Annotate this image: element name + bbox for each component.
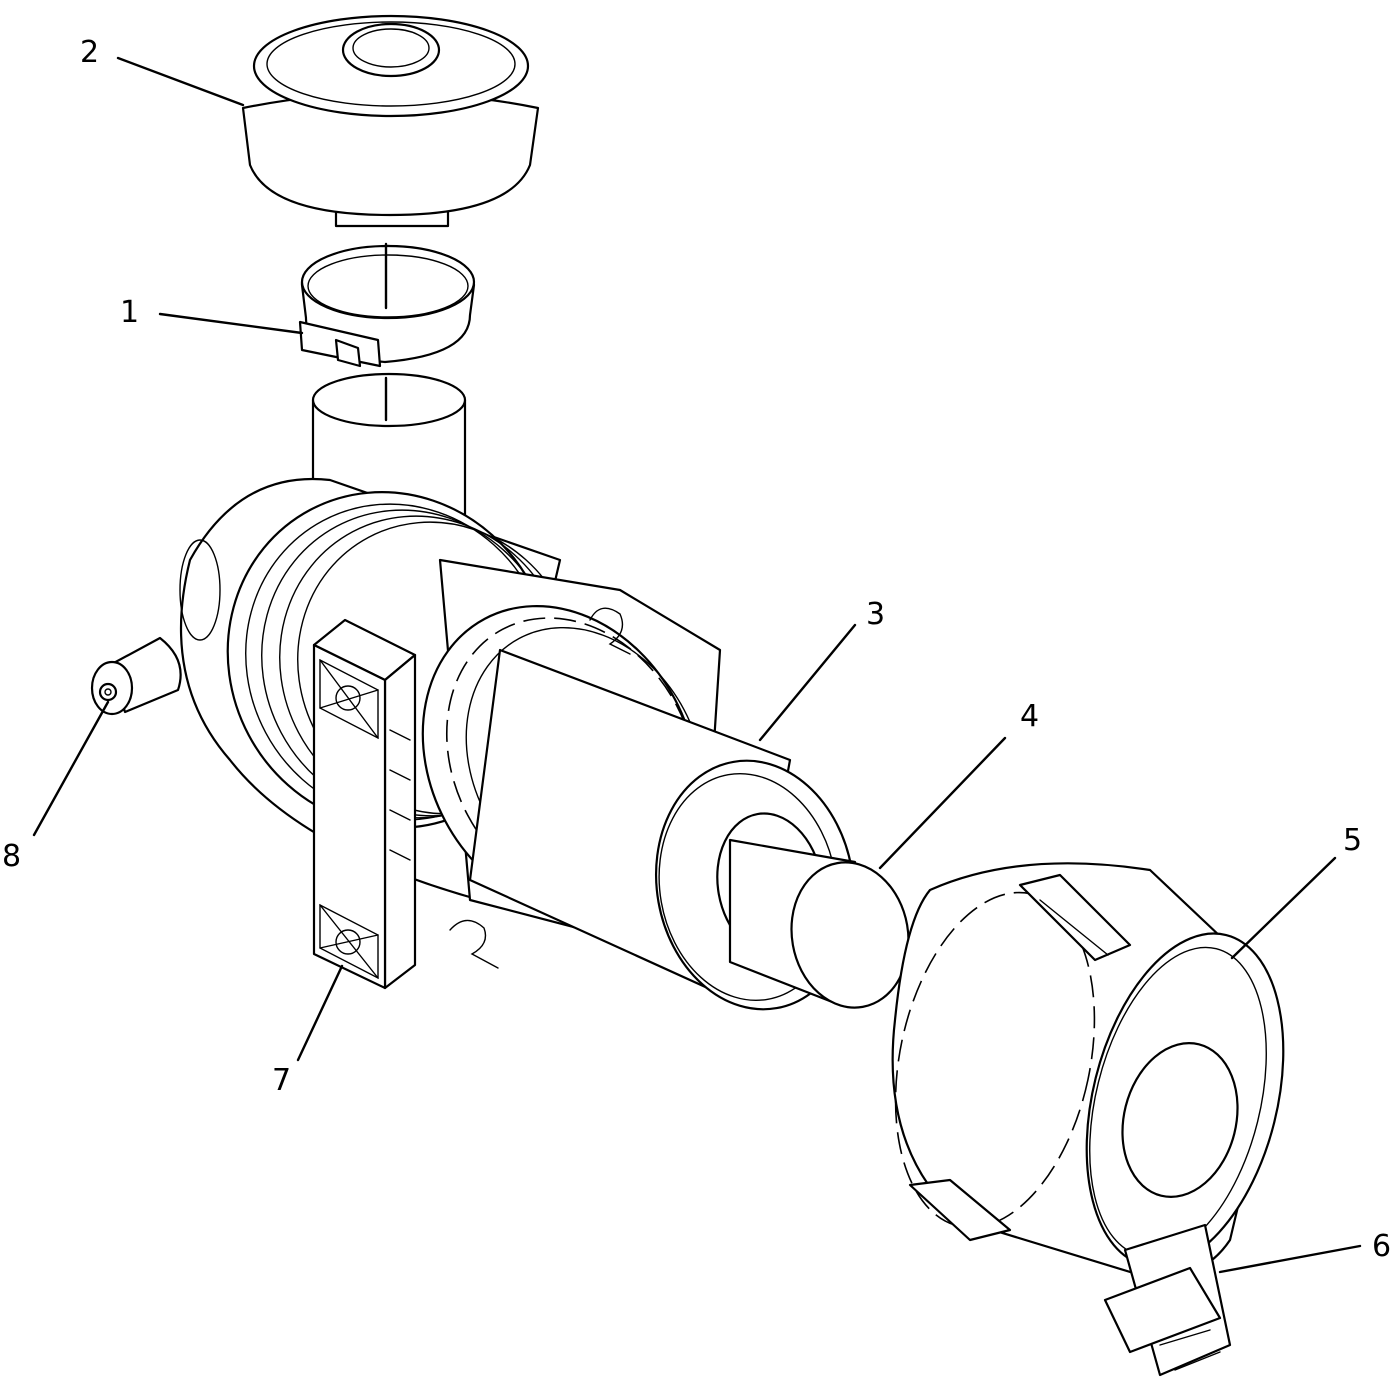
leader-6 bbox=[1218, 1244, 1362, 1274]
leader-2 bbox=[116, 56, 245, 107]
callout-5: 5 bbox=[1343, 823, 1362, 858]
leader-7 bbox=[296, 964, 344, 1062]
callout-6: 6 bbox=[1372, 1229, 1391, 1264]
leader-1 bbox=[158, 312, 304, 335]
dust-valve bbox=[1103, 1223, 1232, 1377]
precleaner-cap bbox=[241, 14, 540, 228]
dust-cap-cover bbox=[891, 862, 1285, 1278]
leader-8 bbox=[32, 700, 110, 837]
hose-clamp bbox=[298, 244, 476, 368]
callout-2: 2 bbox=[80, 35, 99, 70]
callout-1: 1 bbox=[120, 295, 139, 330]
leader-5 bbox=[1230, 856, 1337, 960]
callout-7: 7 bbox=[272, 1063, 291, 1098]
mounting-bracket bbox=[312, 618, 417, 990]
leader-3 bbox=[758, 623, 857, 742]
vacuator-valve bbox=[90, 636, 182, 716]
callout-4: 4 bbox=[1020, 699, 1039, 734]
secondary-filter-element bbox=[728, 838, 910, 1009]
callout-3: 3 bbox=[866, 597, 885, 632]
leader-4 bbox=[878, 736, 1007, 870]
callout-8: 8 bbox=[2, 839, 21, 874]
